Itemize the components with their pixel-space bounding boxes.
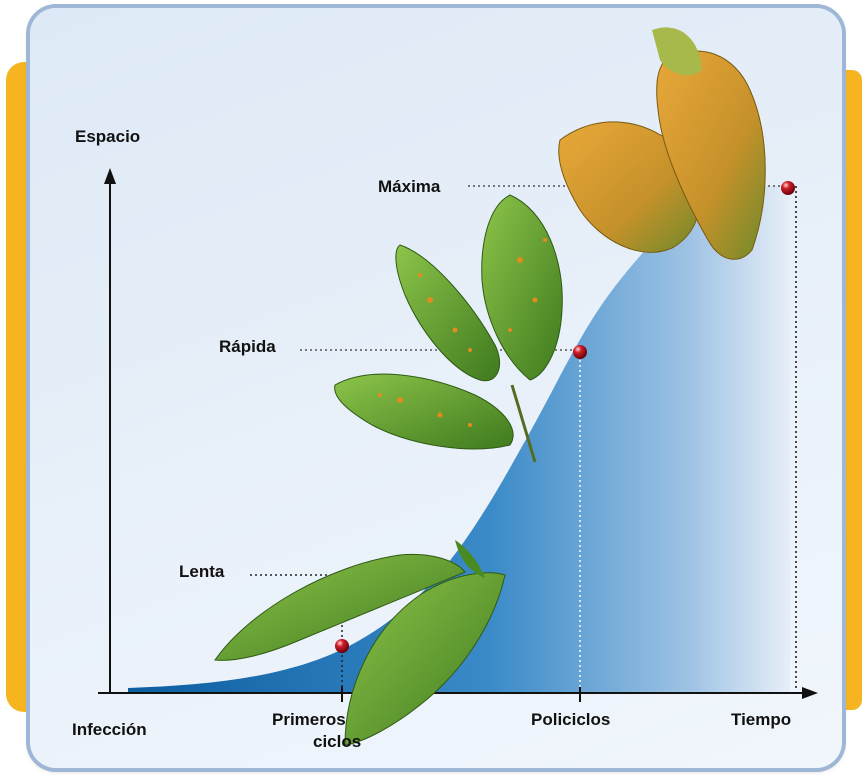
y-axis-label: Espacio: [75, 127, 140, 146]
marker-max: [781, 181, 795, 195]
x-axis-arrow: [802, 687, 818, 699]
stage-slow-label: Lenta: [179, 562, 225, 581]
marker-fast: [573, 345, 587, 359]
tick-label-policiclos: Policiclos: [531, 710, 610, 729]
origin-label: Infección: [72, 720, 147, 739]
tick-label-ciclos: ciclos: [313, 732, 361, 751]
x-axis-label: Tiempo: [731, 710, 791, 729]
tick-label-primeros: Primeros: [272, 710, 346, 729]
leaf-cluster-max: [559, 27, 766, 259]
leaf-cluster-fast: [335, 195, 563, 462]
stage-max-label: Máxima: [378, 177, 441, 196]
stage-fast-label: Rápida: [219, 337, 276, 356]
marker-slow: [335, 639, 349, 653]
y-axis-arrow: [104, 168, 116, 184]
leaf-fast-3: [335, 374, 513, 449]
leaf-max-3: [652, 27, 702, 75]
